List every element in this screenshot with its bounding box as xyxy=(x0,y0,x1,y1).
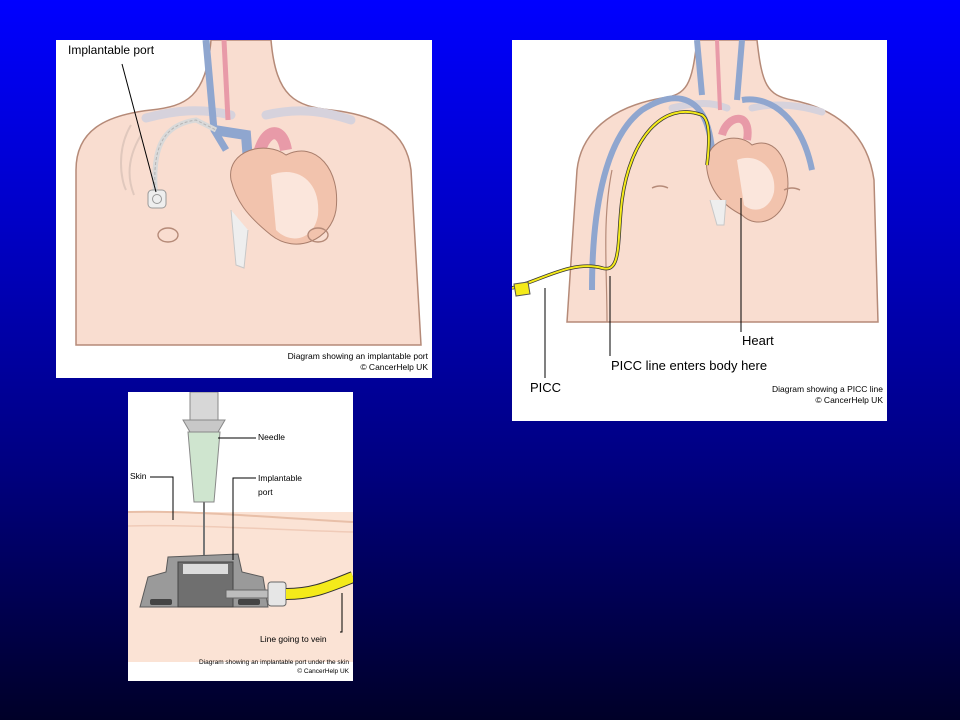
vein-line-label: Line going to vein xyxy=(260,634,327,644)
port-label-line1: Implantable xyxy=(258,473,302,483)
port-diagram-caption: Diagram showing an implantable port © Ca… xyxy=(288,351,428,373)
picc-line-diagram: Heart PICC line enters body here PICC Di… xyxy=(512,40,887,421)
picc-label: PICC xyxy=(530,380,562,395)
caption-line: Diagram showing an implantable port unde… xyxy=(199,659,349,666)
caption-line: Diagram showing a PICC line xyxy=(771,384,883,394)
needle-port-illustration xyxy=(128,392,353,662)
picc-entry-label: PICC line enters body here xyxy=(611,358,768,373)
heart-label: Heart xyxy=(742,333,774,348)
picc-diagram-caption: Diagram showing a PICC line © CancerHelp… xyxy=(772,384,883,406)
chest-port-illustration xyxy=(75,40,422,346)
implantable-port-label: Implantable port xyxy=(258,471,302,499)
caption-line: Diagram showing an implantable port xyxy=(287,351,428,361)
needle-label: Needle xyxy=(258,432,285,442)
needle-diagram-caption: Diagram showing an implantable port unde… xyxy=(199,658,349,676)
implantable-port-label: Implantable port xyxy=(68,43,155,57)
copyright-line: © CancerHelp UK xyxy=(297,668,349,675)
copyright-line: © CancerHelp UK xyxy=(360,362,428,372)
port-label-line2: port xyxy=(258,487,273,497)
copyright-line: © CancerHelp UK xyxy=(815,395,883,405)
picc-illustration xyxy=(512,40,879,378)
implantable-port-diagram: Implantable port Diagram showing an impl… xyxy=(56,40,432,378)
port-under-skin-diagram: Needle Skin Implantable port Line going … xyxy=(128,392,353,681)
skin-label: Skin xyxy=(130,471,147,481)
